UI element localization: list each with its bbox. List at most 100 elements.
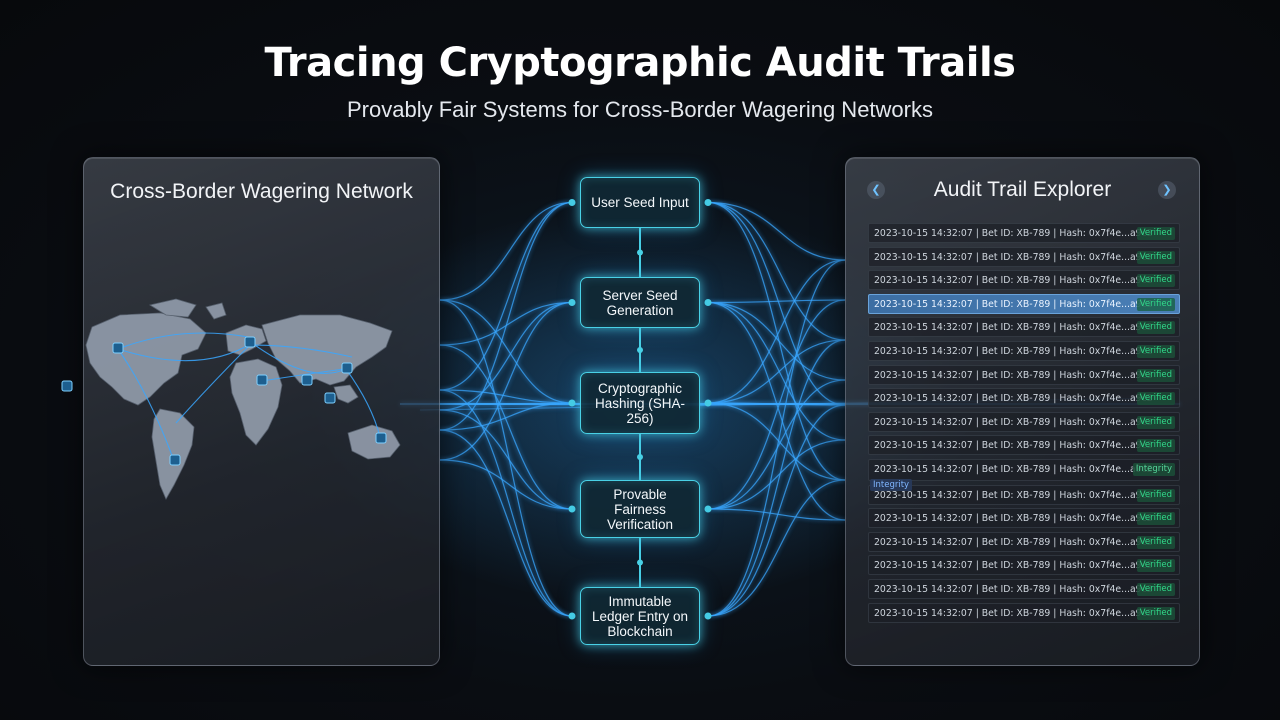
connector-dot <box>704 399 712 407</box>
chevron-right-icon[interactable]: ❯ <box>1158 181 1176 199</box>
flow-connector <box>707 201 846 481</box>
audit-log-row[interactable]: 2023-10-15 14:32:07 | Bet ID: XB-789 | H… <box>868 484 1180 505</box>
status-badge: Verified <box>1136 250 1175 264</box>
flow-connector <box>707 259 846 404</box>
audit-log-row[interactable]: 2023-10-15 14:32:07 | Bet ID: XB-789 | H… <box>868 388 1180 409</box>
page-title: Tracing Cryptographic Audit Trails <box>264 40 1016 86</box>
audit-log-row[interactable]: 2023-10-15 14:32:07 | Bet ID: XB-789 | H… <box>868 578 1180 599</box>
audit-log-text: 2023-10-15 14:32:07 | Bet ID: XB-789 | H… <box>874 536 1153 548</box>
flow-connector <box>707 439 846 510</box>
audit-log-text: 2023-10-15 14:32:07 | Bet ID: XB-789 | H… <box>874 607 1153 619</box>
audit-log-row[interactable]: 2023-10-15 14:32:07 | Bet ID: XB-789 | H… <box>868 531 1180 552</box>
audit-log-text: 2023-10-15 14:32:07 | Bet ID: XB-789 | H… <box>874 275 1153 287</box>
flow-node-dot <box>637 249 643 256</box>
flow-connector <box>439 301 573 461</box>
status-badge: Verified <box>1136 488 1175 502</box>
status-badge: Verified <box>1136 559 1175 573</box>
flow-connector <box>707 508 846 521</box>
connector-dot <box>704 199 712 206</box>
flow-connector <box>707 301 846 381</box>
flow-connector <box>439 299 573 617</box>
flow-connector <box>707 301 846 521</box>
audit-log-row[interactable]: 2023-10-15 14:32:07 | Bet ID: XB-789 | H… <box>868 270 1180 291</box>
flow-step: User Seed Input <box>580 177 700 228</box>
audit-log-text: 2023-10-15 14:32:07 | Bet ID: XB-789 | H… <box>874 463 1153 475</box>
flow-connector <box>707 404 846 617</box>
connector-dot <box>704 612 712 620</box>
connector-dot <box>568 199 576 206</box>
audit-log-text: 2023-10-15 14:32:07 | Bet ID: XB-789 | H… <box>874 228 1153 239</box>
flow-connector <box>439 301 573 411</box>
status-badge: Verified <box>1136 415 1175 429</box>
flow-connector <box>439 429 573 617</box>
audit-log-row[interactable]: 2023-10-15 14:32:07 | Bet ID: XB-789 | H… <box>868 223 1180 243</box>
audit-log-row[interactable]: 2023-10-15 14:32:07 | Bet ID: XB-789 | H… <box>868 340 1180 361</box>
audit-log-text: 2023-10-15 14:32:07 | Bet ID: XB-789 | H… <box>874 416 1153 428</box>
connector-dot <box>704 299 712 306</box>
audit-log-text: 2023-10-15 14:32:07 | Bet ID: XB-789 | H… <box>874 345 1153 357</box>
audit-log-text: 2023-10-15 14:32:07 | Bet ID: XB-789 | H… <box>874 560 1153 572</box>
flow-node-dot <box>637 454 643 460</box>
network-panel-title: Cross-Border Wagering Network <box>110 180 413 203</box>
flow-connector <box>439 301 573 346</box>
status-badge: Verified <box>1136 344 1175 358</box>
flow-connector <box>707 339 846 617</box>
flow-connector <box>439 299 573 404</box>
chevron-left-icon[interactable]: ❮ <box>867 181 885 199</box>
flow-connector <box>439 389 573 617</box>
flow-connector <box>707 402 846 406</box>
audit-log-row[interactable]: 2023-10-15 14:32:07 | Bet ID: XB-789 | H… <box>868 246 1180 267</box>
status-badge: Verified <box>1136 227 1175 240</box>
flow-connector <box>707 201 846 341</box>
network-panel: Cross-Border Wagering Network <box>83 157 440 666</box>
audit-panel-title: Audit Trail Explorer <box>933 178 1112 201</box>
audit-log-text: 2023-10-15 14:32:07 | Bet ID: XB-789 | H… <box>874 583 1153 595</box>
flow-connector <box>707 479 846 617</box>
flow-step: Cryptographic Hashing (SHA-256) <box>580 372 700 434</box>
flow-connector <box>439 201 573 391</box>
flow-connector <box>707 402 846 481</box>
status-badge: Verified <box>1136 439 1175 453</box>
status-badge: Verified <box>1136 274 1175 288</box>
connector-dot <box>704 505 712 513</box>
status-badge: Verified <box>1136 535 1175 549</box>
flow-node-dot <box>637 559 643 566</box>
status-badge: Verified <box>1136 606 1175 620</box>
audit-log-row[interactable]: 2023-10-15 14:32:07 | Bet ID: XB-789 | H… <box>868 364 1180 385</box>
connector-dot <box>568 399 576 407</box>
audit-log-row[interactable]: 2023-10-15 14:32:07 | Bet ID: XB-789 | H… <box>868 435 1180 456</box>
status-badge: Integrity <box>1132 462 1175 476</box>
audit-log-text: 2023-10-15 14:32:07 | Bet ID: XB-789 | H… <box>874 322 1153 334</box>
page-subtitle: Provably Fair Systems for Cross-Border W… <box>346 97 933 122</box>
audit-log-row[interactable]: 2023-10-15 14:32:07 | Bet ID: XB-789 | H… <box>868 317 1180 338</box>
audit-log-row[interactable]: 2023-10-15 14:32:07 | Bet ID: XB-789 | H… <box>868 602 1180 623</box>
status-badge: Verified <box>1136 512 1175 526</box>
flow-connector <box>707 201 846 406</box>
status-badge: Verified <box>1136 297 1175 311</box>
audit-panel: ❮ Audit Trail Explorer ❯ 2023-10-15 14:3… <box>845 157 1200 666</box>
connector-dot <box>568 299 576 306</box>
audit-log-text: 2023-10-15 14:32:07 | Bet ID: XB-789 | H… <box>874 513 1153 525</box>
flow-connector <box>707 379 846 510</box>
flow-connector <box>707 201 846 261</box>
world-map-icon <box>61 298 401 500</box>
flow-step: Immutable Ledger Entry on Blockchain <box>580 587 700 645</box>
audit-log-text: 2023-10-15 14:32:07 | Bet ID: XB-789 | H… <box>874 440 1153 452</box>
audit-log-list: 2023-10-15 14:32:07 | Bet ID: XB-789 | H… <box>868 223 1180 626</box>
audit-log-row[interactable]: 2023-10-15 14:32:07 | Bet ID: XB-789 | H… <box>868 508 1180 529</box>
flow-step: Provable Fairness Verification <box>580 480 700 538</box>
flow-connector <box>707 259 846 617</box>
flow-connector <box>707 339 846 404</box>
flow-connector <box>439 201 573 431</box>
audit-log-row[interactable]: 2023-10-15 14:32:07 | Bet ID: XB-789 | H… <box>868 411 1180 432</box>
audit-log-text: 2023-10-15 14:32:07 | Bet ID: XB-789 | H… <box>874 251 1153 263</box>
audit-log-row[interactable]: 2023-10-15 14:32:07 | Bet ID: XB-789 | H… <box>868 555 1180 576</box>
audit-log-row[interactable]: 2023-10-15 14:32:07 | Bet ID: XB-789 | H… <box>868 458 1180 491</box>
audit-log-row[interactable]: 2023-10-15 14:32:07 | Bet ID: XB-789 | H… <box>868 293 1180 314</box>
flow-connector <box>707 299 846 510</box>
flow-connector <box>439 409 573 510</box>
flow-connector <box>439 459 573 510</box>
audit-log-text: 2023-10-15 14:32:07 | Bet ID: XB-789 | H… <box>874 393 1153 405</box>
flow-connector <box>439 402 573 431</box>
flow-connector <box>707 299 846 304</box>
